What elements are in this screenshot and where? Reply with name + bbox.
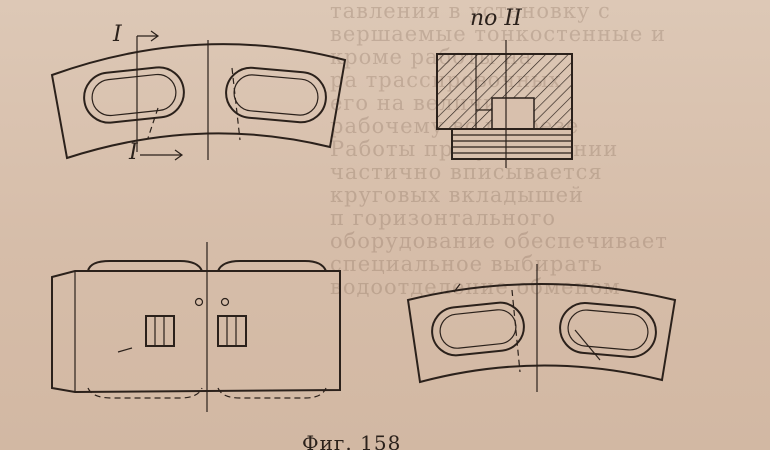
section-lining-lines	[452, 134, 572, 154]
bleed-line: специальное выбирать	[330, 252, 603, 276]
elevation-window-right-bars	[226, 316, 237, 346]
top-liner-slot-right	[225, 66, 327, 124]
top-liner-view	[50, 30, 347, 161]
bleed-line: оборудование обеспечивает	[330, 229, 668, 253]
top-liner-slot-right-inner	[233, 74, 319, 116]
bottom-liner-slot-left-inner	[439, 309, 517, 349]
elevation-window-left-bars	[154, 316, 165, 346]
section-arrow-bottom	[140, 149, 184, 161]
bleed-line: тавления в установку с	[330, 0, 611, 23]
elevation-bottom-lobe-left	[87, 387, 203, 399]
figure-caption: Фиг. 158	[302, 431, 402, 450]
section-arrow-top	[137, 30, 160, 42]
section-II-view	[436, 40, 573, 168]
bleed-line: круговых вкладышей	[330, 183, 585, 207]
elevation-mark	[117, 347, 133, 353]
top-liner-outline	[50, 43, 347, 160]
bottom-liner-slot-right-inner	[567, 309, 649, 351]
cut-label-top: I	[113, 22, 122, 47]
bottom-liner-outline	[406, 283, 677, 384]
elevation-outline	[51, 270, 341, 394]
elevation-top-lobe-left	[87, 260, 203, 272]
cut-label-bottom: I	[129, 140, 138, 165]
elevation-window-right	[217, 315, 247, 347]
section-inner-recess	[491, 97, 535, 131]
elevation-hole-right	[220, 297, 230, 307]
bleed-line: вершаемые тонкостенные и	[330, 22, 666, 46]
elevation-window-left	[145, 315, 175, 347]
section-step	[475, 54, 492, 130]
elevation-hole-left	[194, 297, 204, 307]
bleed-line: частично вписывается	[330, 160, 603, 184]
side-elevation-view	[51, 242, 341, 412]
top-liner-slot-left	[83, 66, 185, 124]
elevation-top-lobe-right	[217, 260, 327, 272]
bottom-liner-hidden-line	[574, 329, 601, 361]
bottom-liner-view	[406, 264, 677, 392]
top-liner-hidden-line	[147, 107, 159, 139]
section-lining-layer	[451, 128, 573, 160]
top-liner-hidden-line	[231, 67, 241, 141]
bottom-liner-slot-right	[559, 301, 657, 359]
bottom-liner-hidden-line	[511, 289, 521, 373]
section-label: по II	[470, 6, 522, 31]
bottom-liner-slot-left	[431, 301, 525, 357]
bottom-liner-mark	[453, 283, 461, 293]
bleed-line: п горизонтального	[330, 206, 557, 230]
top-liner-slot-left-inner	[91, 73, 177, 117]
